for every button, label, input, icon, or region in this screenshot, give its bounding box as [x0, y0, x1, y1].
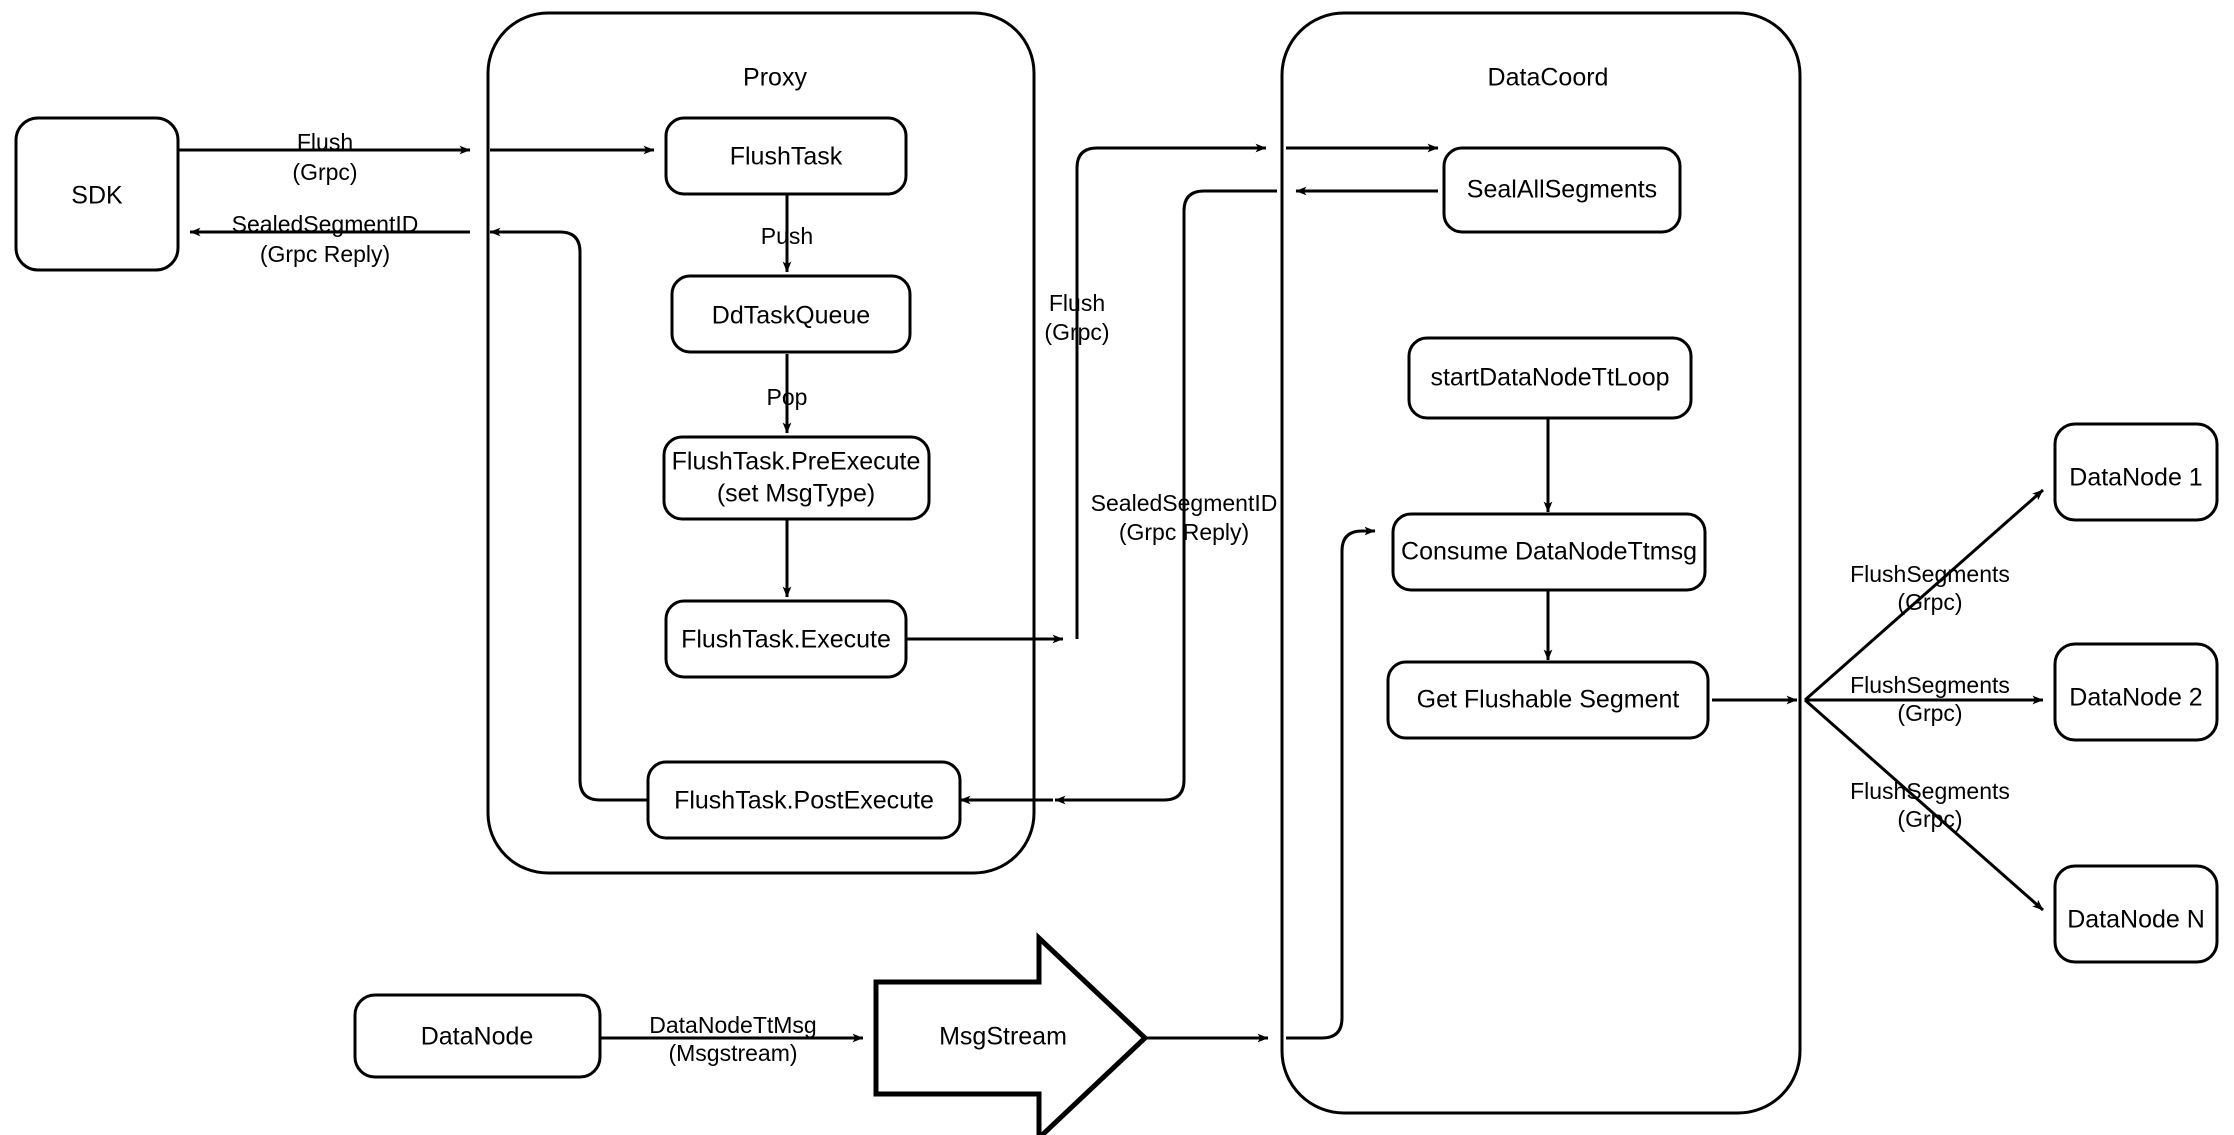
container-datacoord: DataCoord	[1280, 11, 1802, 1115]
edge-label-datanodettmsg-line2: (Msgstream)	[668, 1040, 797, 1066]
ddtaskqueue-box[interactable]	[670, 274, 912, 354]
flushtask-postexecute-label: FlushTask.PostExecute	[674, 787, 934, 815]
edge-sealallsegments-to-postexecute: SealedSegmentID (Grpc Reply)	[959, 186, 1438, 805]
node-flushtask-preexecute[interactable]: FlushTask.PreExecute (set MsgType)	[662, 435, 931, 521]
datacoord-container-title: DataCoord	[1488, 64, 1609, 92]
edge-execute-to-datacoord: Flush (Grpc)	[906, 143, 1439, 644]
node-datanode-1[interactable]: DataNode 1	[2053, 422, 2219, 522]
node-flushtask-execute[interactable]: FlushTask.Execute	[664, 599, 908, 679]
flushtask-label: FlushTask	[730, 143, 843, 171]
start-datanode-ttloop-label: startDataNodeTtLoop	[1430, 364, 1669, 392]
edge-label-dc-proxy-reply-line2: (Grpc Reply)	[1119, 519, 1249, 545]
datanode-2-box[interactable]	[2053, 642, 2219, 742]
edge-dc-reply-trunk-down-to-postexecute	[1054, 189, 1277, 805]
node-datanode-source[interactable]: DataNode	[353, 993, 602, 1079]
edge-ddtaskqueue-to-preexecute: Pop	[767, 354, 808, 434]
edge-label-proxy-dc-flush-line2: (Grpc)	[1044, 319, 1109, 345]
edge-label-flush-grpc-line1: Flush	[297, 129, 353, 155]
edge-proxy-to-sdk: SealedSegmentID (Grpc Reply)	[189, 211, 648, 802]
node-start-datanode-ttloop[interactable]: startDataNodeTtLoop	[1407, 336, 1693, 420]
datacoord-container-box	[1280, 11, 1802, 1115]
edge-hub-to-datanode-2: FlushSegments (Grpc)	[1805, 672, 2044, 726]
edge-label-dc-proxy-reply-line1: SealedSegmentID	[1091, 490, 1278, 516]
edge-label-flush-grpc-line2: (Grpc)	[292, 159, 357, 185]
datanode-n-label: DataNode N	[2067, 906, 2205, 934]
flushtask-execute-label: FlushTask.Execute	[681, 626, 891, 654]
edge-dc-boundary-up-to-consume	[1286, 526, 1376, 1040]
msgstream-arrow-shape[interactable]	[873, 932, 1149, 1135]
proxy-container-title: Proxy	[743, 64, 807, 92]
msgstream-label: MsgStream	[939, 1023, 1067, 1051]
edge-flushtask-to-ddtaskqueue: Push	[761, 194, 813, 273]
edge-label-flushsegments-1-line1: FlushSegments	[1850, 561, 2010, 587]
edge-postexecute-to-proxy-boundary	[489, 227, 648, 802]
edge-label-proxy-dc-flush-line1: Flush	[1049, 290, 1105, 316]
edge-hub-to-datanode-1: FlushSegments (Grpc)	[1804, 488, 2044, 702]
edge-label-datanodettmsg-line1: DataNodeTtMsg	[649, 1012, 816, 1038]
datanode-1-label: DataNode 1	[2069, 464, 2202, 492]
sdk-label: SDK	[71, 182, 123, 210]
flushtask-box[interactable]	[664, 116, 908, 196]
edge-datanode-to-msgstream: DataNodeTtMsg (Msgstream)	[600, 1012, 864, 1066]
datanode-n-box[interactable]	[2053, 864, 2219, 964]
edge-label-push: Push	[761, 223, 813, 249]
edge-fanout-datanode-1	[1804, 488, 2044, 702]
node-flushtask-postexecute[interactable]: FlushTask.PostExecute	[646, 760, 962, 840]
get-flushable-segment-box[interactable]	[1386, 660, 1710, 740]
node-datanode-n[interactable]: DataNode N	[2053, 864, 2219, 964]
edge-label-flushsegments-2-line1: FlushSegments	[1850, 672, 2010, 698]
flushtask-preexecute-label-line2: (set MsgType)	[717, 480, 875, 508]
edge-label-flushsegments-2-line2: (Grpc)	[1897, 700, 1962, 726]
sdk-box[interactable]	[14, 116, 180, 272]
edge-label-flushsegments-n-line2: (Grpc)	[1897, 806, 1962, 832]
proxy-container-box	[486, 11, 1036, 875]
get-flushable-segment-label: Get Flushable Segment	[1417, 686, 1680, 714]
datanode-source-box[interactable]	[353, 993, 602, 1079]
node-ddtaskqueue[interactable]: DdTaskQueue	[670, 274, 912, 354]
node-sealallsegments[interactable]: SealAllSegments	[1442, 146, 1682, 234]
flushtask-execute-box[interactable]	[664, 599, 908, 679]
edge-label-sealedsegid-reply-line1: SealedSegmentID	[232, 211, 419, 237]
node-consume-datanodettmsg[interactable]: Consume DataNodeTtmsg	[1391, 512, 1707, 592]
sealallsegments-label: SealAllSegments	[1467, 176, 1657, 204]
datanode-2-label: DataNode 2	[2069, 684, 2202, 712]
node-get-flushable-segment[interactable]: Get Flushable Segment	[1386, 660, 1710, 740]
node-sdk[interactable]: SDK	[14, 116, 180, 272]
edge-sdk-to-proxy: Flush (Grpc)	[178, 129, 655, 185]
datanode-1-box[interactable]	[2053, 422, 2219, 522]
edge-fanout-datanode-n	[1804, 698, 2044, 912]
datanode-source-label: DataNode	[421, 1023, 534, 1051]
flushtask-preexecute-box[interactable]	[662, 435, 931, 521]
flushtask-postexecute-box[interactable]	[646, 760, 962, 840]
edge-label-sealedsegid-reply-line2: (Grpc Reply)	[260, 241, 390, 267]
node-msgstream[interactable]: MsgStream	[873, 932, 1149, 1135]
edge-msgstream-to-datacoord	[1145, 526, 1376, 1043]
sealallsegments-box[interactable]	[1442, 146, 1682, 234]
edge-hub-to-datanode-n: FlushSegments (Grpc)	[1804, 698, 2044, 912]
start-datanode-ttloop-box[interactable]	[1407, 336, 1693, 420]
node-flushtask[interactable]: FlushTask	[664, 116, 908, 196]
consume-datanodettmsg-label: Consume DataNodeTtmsg	[1401, 538, 1697, 566]
node-datanode-2[interactable]: DataNode 2	[2053, 642, 2219, 742]
flushtask-preexecute-label-line1: FlushTask.PreExecute	[672, 448, 921, 476]
edge-flush-trunk-up-to-datacoord	[1075, 143, 1267, 639]
consume-datanodettmsg-box[interactable]	[1391, 512, 1707, 592]
ddtaskqueue-label: DdTaskQueue	[712, 302, 870, 330]
edge-label-flushsegments-n-line1: FlushSegments	[1850, 778, 2010, 804]
container-proxy: Proxy	[486, 11, 1036, 875]
edge-label-flushsegments-1-line2: (Grpc)	[1897, 589, 1962, 615]
edge-label-pop: Pop	[767, 384, 808, 410]
